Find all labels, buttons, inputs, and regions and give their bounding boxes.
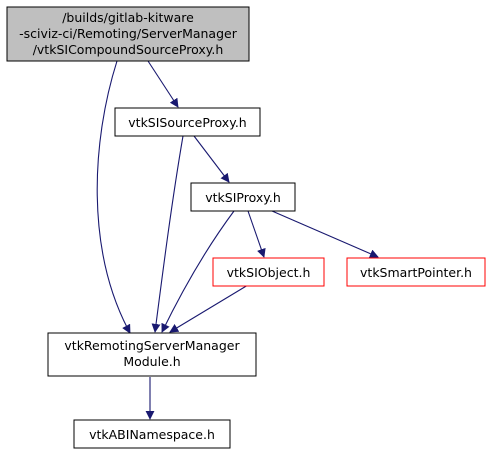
node-root-label-line-1: /builds/gitlab-kitware bbox=[62, 10, 194, 25]
edges bbox=[96, 60, 379, 420]
node-module-label-line-2: Module.h bbox=[123, 354, 180, 369]
node-abi-label: vtkABINamespace.h bbox=[89, 427, 215, 442]
node-root-header[interactable]: /builds/gitlab-kitware -sciviz-ci/Remoti… bbox=[6, 6, 250, 62]
node-smart-pointer-label: vtkSmartPointer.h bbox=[360, 265, 472, 280]
node-object-label: vtkSIObject.h bbox=[227, 265, 311, 280]
edge-source-proxy-to-proxy bbox=[193, 135, 230, 183]
edge-source-proxy-to-module bbox=[151, 135, 184, 333]
node-root-label-line-3: /vtkSICompoundSourceProxy.h bbox=[33, 42, 224, 57]
node-root-label-line-2: -sciviz-ci/Remoting/ServerManager bbox=[19, 26, 238, 41]
node-source-proxy-label: vtkSISourceProxy.h bbox=[128, 115, 246, 130]
node-vtk-si-source-proxy[interactable]: vtkSISourceProxy.h bbox=[114, 107, 261, 137]
node-vtk-abi-namespace[interactable]: vtkABINamespace.h bbox=[73, 419, 231, 449]
node-vtk-si-object[interactable]: vtkSIObject.h bbox=[212, 257, 325, 287]
edge-proxy-to-object bbox=[247, 210, 266, 258]
node-vtk-si-proxy[interactable]: vtkSIProxy.h bbox=[190, 182, 296, 212]
node-proxy-label: vtkSIProxy.h bbox=[205, 190, 281, 205]
node-module-label-line-1: vtkRemotingServerManager bbox=[64, 338, 240, 353]
node-vtk-smart-pointer[interactable]: vtkSmartPointer.h bbox=[346, 257, 486, 287]
node-vtk-remoting-server-manager-module[interactable]: vtkRemotingServerManager Module.h bbox=[47, 332, 257, 377]
edge-proxy-to-module bbox=[161, 210, 235, 333]
edge-root-to-module bbox=[96, 60, 131, 334]
edge-object-to-module bbox=[169, 284, 249, 333]
edge-proxy-to-smart-pointer bbox=[271, 210, 379, 258]
edge-root-to-source-proxy bbox=[147, 60, 179, 108]
